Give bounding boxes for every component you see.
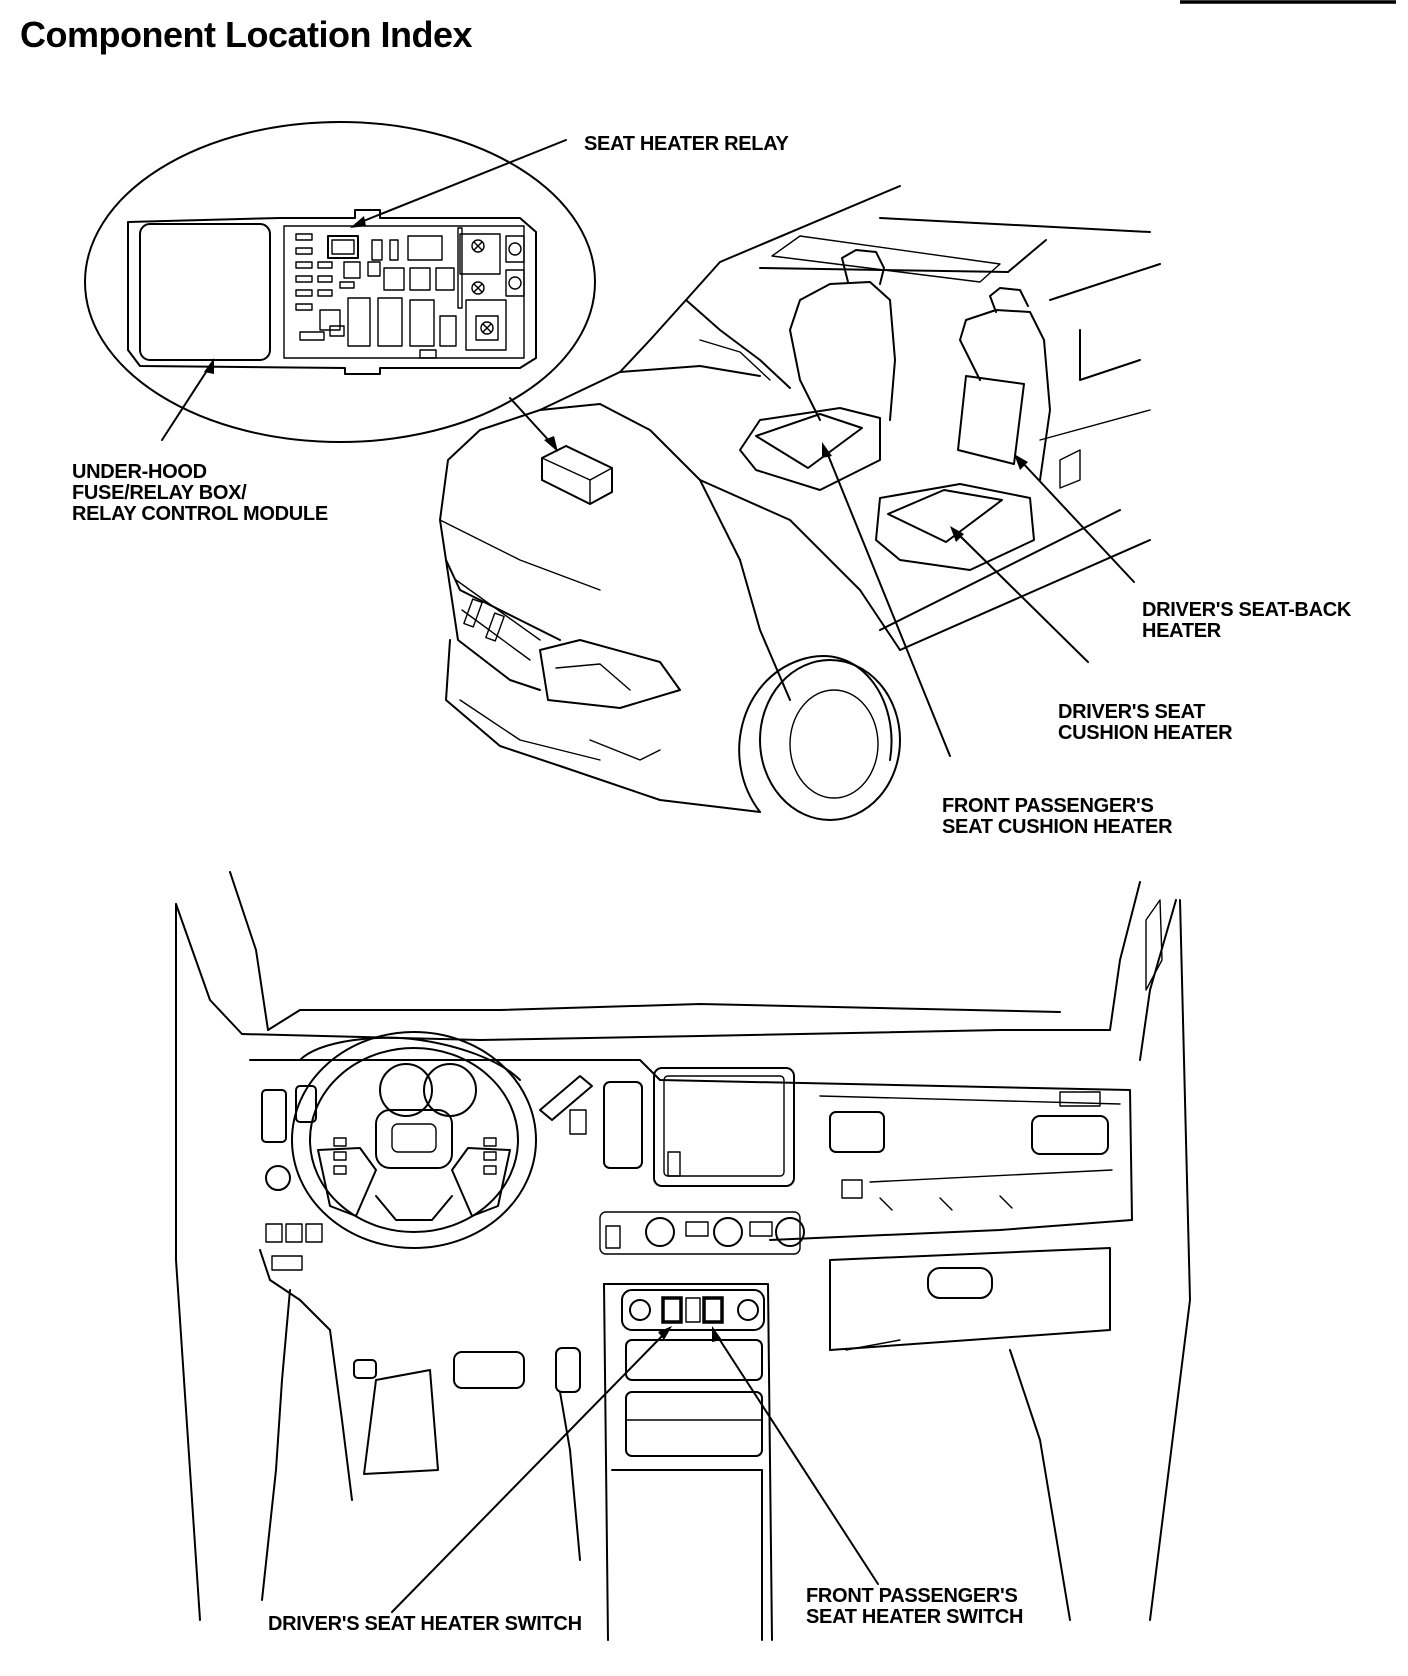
fuse-box-panel bbox=[283, 225, 525, 359]
fuse-box-housing bbox=[127, 209, 537, 375]
passenger-seat-heater-switch bbox=[702, 1296, 724, 1324]
navigation-display bbox=[653, 1067, 795, 1187]
switch-panel bbox=[621, 1289, 765, 1331]
glove-box bbox=[829, 1247, 1111, 1351]
fuse-relay-box-inset bbox=[84, 121, 596, 443]
leader-fuse-relay-box bbox=[161, 365, 211, 441]
front-wheel bbox=[759, 659, 901, 821]
steering-wheel bbox=[291, 1031, 537, 1249]
brake-pedal bbox=[363, 1369, 439, 1475]
passenger-seat bbox=[739, 249, 896, 491]
label-driver-seat-heater-switch: DRIVER'S SEAT HEATER SWITCH bbox=[268, 1613, 582, 1635]
leader-passenger-cushion-heater bbox=[825, 449, 951, 757]
driver-seat bbox=[875, 287, 1051, 571]
label-passenger-seat-cushion-heater: FRONT PASSENGER'S SEAT CUSHION HEATER bbox=[942, 795, 1173, 838]
inset-ellipse bbox=[84, 121, 596, 443]
label-fuse-relay-box: UNDER-HOOD FUSE/RELAY BOX/ RELAY CONTROL… bbox=[72, 461, 328, 525]
leader-passenger-switch bbox=[715, 1333, 879, 1585]
dashboard-illustration bbox=[175, 871, 1191, 1641]
fuse-box-cover bbox=[139, 223, 271, 361]
leader-lines-bottom bbox=[391, 1326, 879, 1613]
accelerator-pad bbox=[453, 1351, 525, 1389]
label-driver-seat-back-heater: DRIVER'S SEAT-BACK HEATER bbox=[1142, 599, 1352, 642]
headlight bbox=[539, 639, 681, 709]
climate-knob-left bbox=[645, 1217, 675, 1247]
driver-cushion-heater-pad bbox=[887, 489, 1003, 543]
seat-heater-relay-block bbox=[327, 235, 359, 259]
left-outer-vent bbox=[261, 1089, 287, 1143]
label-passenger-seat-heater-switch: FRONT PASSENGER'S SEAT HEATER SWITCH bbox=[806, 1585, 1024, 1628]
passenger-vent bbox=[1031, 1115, 1109, 1155]
label-driver-seat-cushion-heater: DRIVER'S SEAT CUSHION HEATER bbox=[1058, 701, 1233, 744]
passenger-cushion-heater-pad bbox=[755, 413, 863, 469]
fuse-box-on-vehicle bbox=[541, 444, 613, 506]
label-seat-heater-relay: SEAT HEATER RELAY bbox=[584, 133, 789, 155]
leader-seat-heater-relay bbox=[355, 139, 567, 225]
leader-seat-back-heater bbox=[1019, 459, 1135, 583]
center-right-vent bbox=[829, 1111, 885, 1153]
driver-seat-back-heater-pad bbox=[957, 375, 1025, 465]
vehicle-illustration bbox=[439, 185, 1161, 821]
leader-lines-top bbox=[161, 139, 1135, 757]
leader-fuse-box-vehicle bbox=[509, 397, 553, 445]
center-console bbox=[603, 1283, 773, 1641]
leader-driver-cushion-heater bbox=[955, 531, 1089, 663]
leader-driver-switch bbox=[391, 1331, 667, 1613]
page-title: Component Location Index bbox=[20, 14, 473, 55]
driver-seat-heater-switch bbox=[661, 1296, 683, 1324]
